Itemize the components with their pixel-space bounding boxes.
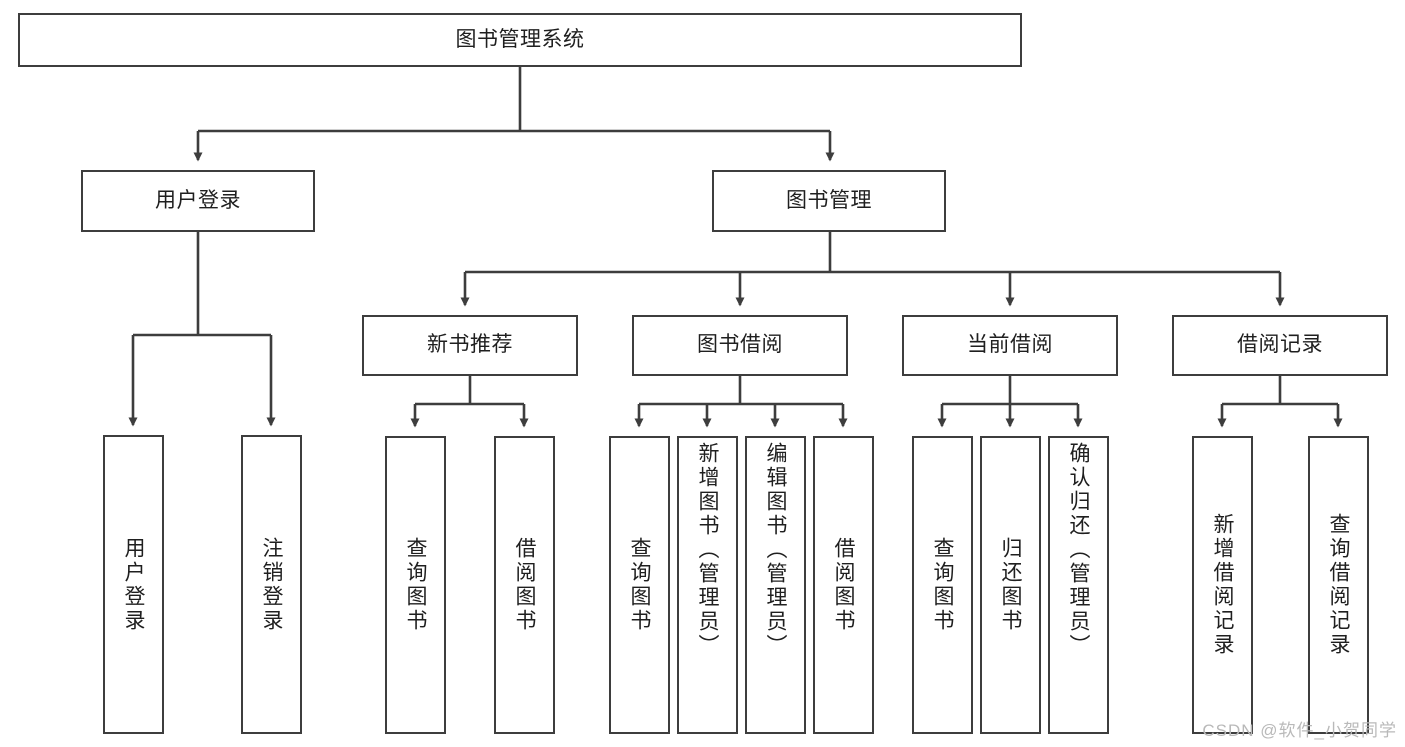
node-leaf-return-book[interactable]: 归还图书 [980, 436, 1041, 734]
node-borrow-record[interactable]: 借阅记录 [1172, 315, 1388, 376]
node-leaf-query-book-3[interactable]: 查询图书 [912, 436, 973, 734]
node-leaf-user-login-label: 用户登录 [122, 536, 145, 633]
node-leaf-edit-book-label: 编辑图书（管理员） [764, 442, 787, 658]
node-user-login[interactable]: 用户登录 [81, 170, 315, 232]
node-new-book-recommend[interactable]: 新书推荐 [362, 315, 578, 376]
node-leaf-borrow-book-1[interactable]: 借阅图书 [494, 436, 555, 734]
node-leaf-add-record[interactable]: 新增借阅记录 [1192, 436, 1253, 734]
node-leaf-return-book-label: 归还图书 [999, 537, 1022, 633]
node-leaf-borrow-book-1-label: 借阅图书 [513, 537, 536, 633]
node-leaf-query-book-1[interactable]: 查询图书 [385, 436, 446, 734]
node-leaf-query-book-2[interactable]: 查询图书 [609, 436, 670, 734]
node-leaf-add-book[interactable]: 新增图书（管理员） [677, 436, 738, 734]
watermark-text: CSDN @软件_小贺同学 [1202, 721, 1397, 740]
node-leaf-user-login[interactable]: 用户登录 [103, 435, 164, 734]
node-leaf-query-book-2-label: 查询图书 [628, 537, 651, 633]
node-leaf-query-record[interactable]: 查询借阅记录 [1308, 436, 1369, 734]
node-current-borrow-label: 当前借阅 [967, 333, 1053, 357]
node-leaf-confirm-return-label: 确认归还（管理员） [1067, 442, 1090, 658]
node-book-borrow-label: 图书借阅 [697, 333, 783, 357]
node-leaf-add-book-label: 新增图书（管理员） [696, 442, 719, 658]
node-book-borrow[interactable]: 图书借阅 [632, 315, 848, 376]
node-leaf-user-logout[interactable]: 注销登录 [241, 435, 302, 734]
node-current-borrow[interactable]: 当前借阅 [902, 315, 1118, 376]
node-root[interactable]: 图书管理系统 [18, 13, 1022, 67]
node-leaf-borrow-book-2[interactable]: 借阅图书 [813, 436, 874, 734]
node-leaf-query-book-3-label: 查询图书 [931, 537, 954, 633]
node-borrow-record-label: 借阅记录 [1237, 333, 1323, 357]
node-root-label: 图书管理系统 [455, 27, 585, 51]
node-leaf-user-logout-label: 注销登录 [260, 536, 283, 633]
node-book-manage[interactable]: 图书管理 [712, 170, 946, 232]
node-leaf-query-book-1-label: 查询图书 [404, 537, 427, 633]
node-leaf-borrow-book-2-label: 借阅图书 [832, 537, 855, 633]
node-leaf-edit-book[interactable]: 编辑图书（管理员） [745, 436, 806, 734]
node-leaf-add-record-label: 新增借阅记录 [1211, 513, 1234, 657]
node-new-book-recommend-label: 新书推荐 [427, 333, 513, 357]
node-user-login-label: 用户登录 [155, 188, 241, 212]
node-book-manage-label: 图书管理 [786, 188, 872, 212]
node-leaf-query-record-label: 查询借阅记录 [1327, 513, 1350, 657]
node-leaf-confirm-return[interactable]: 确认归还（管理员） [1048, 436, 1109, 734]
